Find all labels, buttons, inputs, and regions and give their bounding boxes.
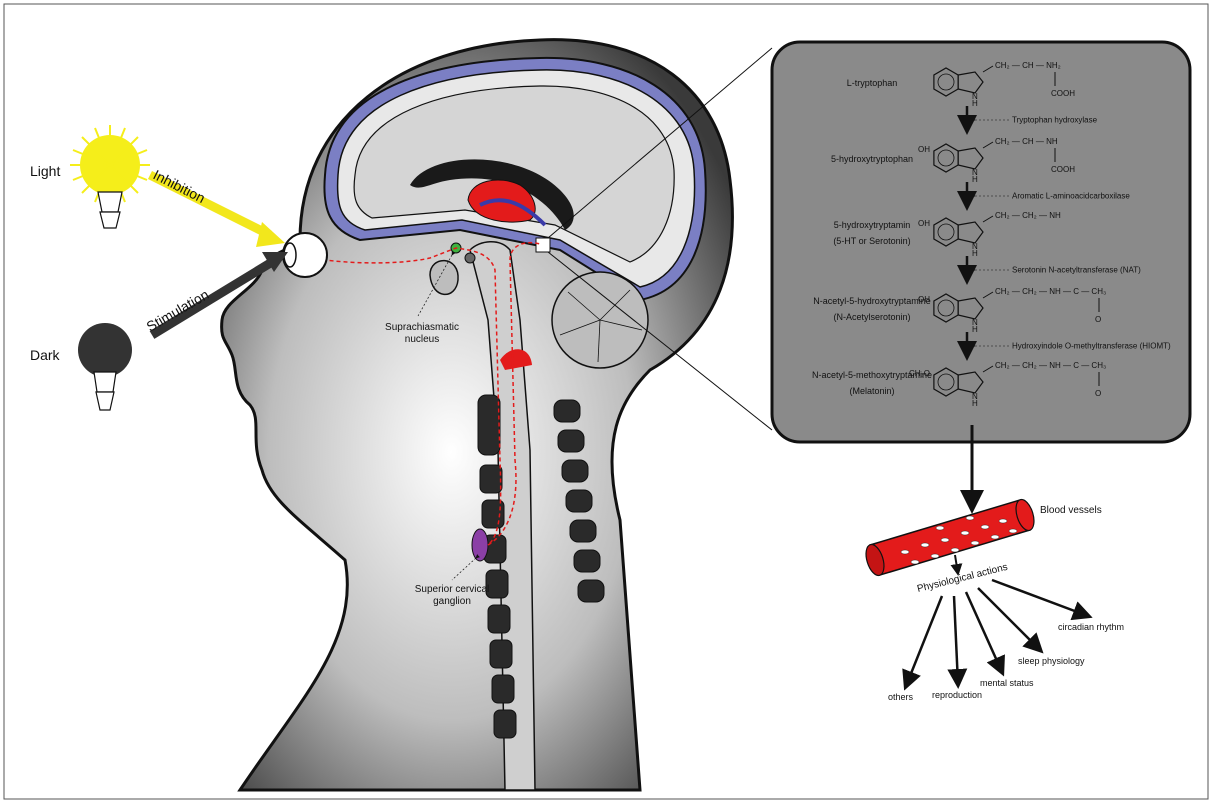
action-sleep-physiology: sleep physiology xyxy=(1018,656,1085,666)
side-chain: CH₂ — CH — NH₂ xyxy=(995,61,1061,70)
action-others: others xyxy=(888,692,914,702)
side-chain: CH₂ — CH₂ — NH — C — CH₃ xyxy=(995,287,1106,296)
enzyme-label: Tryptophan hydroxylase xyxy=(1012,116,1098,125)
compound-name: (Melatonin) xyxy=(849,386,894,396)
arrow-mental-status xyxy=(966,592,1002,672)
ring-hydrogen: H xyxy=(972,399,978,408)
action-reproduction: reproduction xyxy=(932,690,982,700)
light-arrow: Inhibition xyxy=(150,166,285,247)
compound-name: N-acetyl-5-hydroxytryptamine xyxy=(813,296,931,306)
action-circadian-rhythm: circadian rhythm xyxy=(1058,622,1124,632)
compound-name: 5-hydroxytryptophan xyxy=(831,154,913,164)
action-arrows xyxy=(906,580,1088,686)
light-label: Light xyxy=(30,163,60,179)
dark-label: Dark xyxy=(30,347,61,363)
ring-hydrogen: H xyxy=(972,249,978,258)
compound-name: 5-hydroxytryptamin xyxy=(834,220,911,230)
arrow-others xyxy=(906,596,942,686)
ring-hydrogen: H xyxy=(972,175,978,184)
actions-arrow xyxy=(955,555,958,574)
compound-name: L-tryptophan xyxy=(847,78,898,88)
branch-group: O xyxy=(1095,389,1101,398)
svg-text:ganglion: ganglion xyxy=(433,596,471,607)
compound-name: (N-Acetylserotonin) xyxy=(833,312,910,322)
enzyme-label: Aromatic L-aminoacidcarboxilase xyxy=(1012,192,1130,201)
svg-text:Suprachiasmatic: Suprachiasmatic xyxy=(385,322,459,333)
enzyme-label: Serotonin N-acetyltransferase (NAT) xyxy=(1012,266,1141,275)
svg-text:Superior cervical: Superior cervical xyxy=(415,584,489,595)
light-bulb-base-icon xyxy=(98,192,122,212)
superior-cervical-ganglion xyxy=(472,529,488,561)
enzyme-label: Hydroxyindole O-methyltransferase (HIOMT… xyxy=(1012,342,1171,351)
pineal-gland-box xyxy=(536,238,550,252)
ring-substituent: CH₃O xyxy=(909,369,930,378)
side-chain: CH₂ — CH₂ — NH — C — CH₃ xyxy=(995,361,1106,370)
stimulation-label: Stimulation xyxy=(144,286,212,334)
paraventricular-node xyxy=(465,253,475,263)
ring-hydrogen: H xyxy=(972,325,978,334)
ring-hydrogen: H xyxy=(972,99,978,108)
svg-text:nucleus: nucleus xyxy=(405,334,439,345)
compound-name: (5-HT or Serotonin) xyxy=(833,236,910,246)
ring-substituent: OH xyxy=(918,145,930,154)
branch-group: COOH xyxy=(1051,165,1075,174)
blood-vessel xyxy=(863,497,1038,577)
arrow-reproduction xyxy=(954,596,958,684)
branch-group: COOH xyxy=(1051,89,1075,98)
dark-bulb-icon xyxy=(78,323,132,377)
eye xyxy=(283,233,327,277)
side-chain: CH₂ — CH₂ — NH xyxy=(995,211,1061,220)
dark-source: Dark xyxy=(30,323,132,410)
branch-group: O xyxy=(1095,315,1101,324)
inhibition-label: Inhibition xyxy=(151,166,208,206)
ring-substituent: OH xyxy=(918,219,930,228)
ring-substituent: OH xyxy=(918,295,930,304)
side-chain: CH₂ — CH — NH xyxy=(995,137,1058,146)
arrow-circadian-rhythm xyxy=(992,580,1088,616)
light-source: Light xyxy=(30,125,150,228)
pituitary xyxy=(430,261,458,295)
blood-vessels-label: Blood vessels xyxy=(1040,505,1102,516)
action-mental-status: mental status xyxy=(980,678,1034,688)
physiological-actions-label: Physiological actions xyxy=(916,562,1009,595)
